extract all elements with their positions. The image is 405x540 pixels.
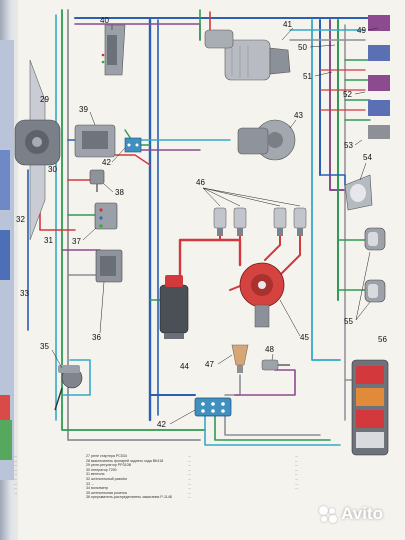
callout: 55 (344, 317, 353, 326)
legend-line: 34 вольтметр (86, 486, 109, 491)
legend-line: ... (14, 481, 17, 486)
legend-line: ... (295, 463, 298, 468)
callout: 31 (44, 236, 53, 245)
legend-line: ... (295, 467, 298, 472)
lamp-54 (344, 174, 373, 211)
relay-39 (74, 124, 116, 158)
callout: 48 (265, 345, 274, 354)
legend-line: ... (188, 463, 191, 468)
callout: 52 (343, 90, 352, 99)
connector-42-lower (194, 397, 232, 417)
legend-line: ... (188, 467, 191, 472)
switch-38 (89, 169, 105, 192)
connector-42-upper (124, 137, 142, 153)
starter-motor-41 (204, 29, 291, 81)
legend-column-2: 27 реле стартера РС534 28 выключатель фо… (86, 454, 172, 500)
distributor-45 (239, 262, 285, 328)
legend-line: ... (188, 458, 191, 463)
callout: 40 (100, 16, 109, 25)
legend-line: ... (14, 463, 17, 468)
legend-line: ... (295, 472, 298, 477)
legend-line: ... (188, 481, 191, 486)
legend-line: 35 штепсельная розетка (86, 490, 127, 495)
tail-lights-56 (351, 359, 389, 456)
callout: 49 (357, 26, 366, 35)
legend-line: 27 реле стартера РС534 (86, 454, 127, 458)
legend-line: 36 прерыватель-распределитель зажигания … (86, 495, 173, 500)
legend-line: ... (14, 490, 17, 495)
callout: 41 (283, 20, 292, 29)
callout: 42 (102, 158, 111, 167)
callout: 46 (196, 178, 205, 187)
left-page-sliver (0, 40, 14, 480)
callout: 54 (363, 153, 372, 162)
legend-line: ... (14, 472, 17, 477)
legend-line: 32 штепсельный разъём (86, 476, 127, 481)
vacuum-booster-43 (237, 119, 296, 161)
oil-pressure-sensor-47 (231, 344, 249, 373)
callout: 51 (303, 72, 312, 81)
legend-column-1: ... ... ... ... ... ... ... ... ... (14, 454, 17, 495)
legend-line: ... (295, 454, 298, 458)
callout: 53 (344, 141, 353, 150)
legend-line: 33 ... (86, 481, 94, 486)
legend-line: ... (188, 486, 191, 491)
spark-plugs-46 (213, 207, 307, 236)
legend-column-3: ... ... ... ... ... ... ... ... ... ... (188, 454, 191, 500)
callout: 36 (92, 333, 101, 342)
lamps-55 (364, 227, 386, 303)
legend-line: ... (295, 458, 298, 463)
socket-35 (54, 365, 83, 411)
callout: 35 (40, 342, 49, 351)
callout: 44 (180, 362, 189, 371)
legend-line: 31 вентиль (86, 472, 105, 477)
legend-line: ... (295, 481, 298, 486)
ignition-coil-44 (159, 275, 189, 339)
temperature-sensor-48 (261, 359, 290, 371)
callout: 42 (157, 420, 166, 429)
relay-stack (368, 15, 390, 139)
legend-line: ... (188, 454, 191, 458)
callout: 29 (40, 95, 49, 104)
legend-line: ... (14, 454, 17, 458)
legend-line: ... (295, 476, 298, 481)
legend-line: 29 реле-регулятор РР310В (86, 463, 132, 468)
callout: 38 (115, 188, 124, 197)
callout: 56 (378, 335, 387, 344)
legend-line: ... (14, 467, 17, 472)
callout: 33 (20, 289, 29, 298)
legend-line: ... (14, 458, 17, 463)
wires (27, 9, 371, 446)
legend-line: ... (188, 476, 191, 481)
callout: 47 (205, 360, 214, 369)
relay-36 (95, 249, 123, 283)
legend-line: ... (188, 472, 191, 477)
legend-line: ... (14, 476, 17, 481)
legend-line: ... (188, 495, 191, 500)
callout: 45 (300, 333, 309, 342)
callout: 37 (72, 237, 81, 246)
legend-line: 30 генератор Г250 (86, 467, 117, 472)
callout-labels: 40 41 49 50 51 52 53 39 43 42 38 37 36 2… (16, 16, 387, 429)
legend-line: ... (295, 486, 298, 491)
legend-line: ... (14, 486, 17, 491)
avito-wordmark: Avito (341, 504, 383, 523)
callout: 30 (48, 165, 57, 174)
legend-column-4: ... ... ... ... ... ... ... ... (295, 454, 298, 491)
regulator-37 (94, 202, 118, 230)
callout: 43 (294, 111, 303, 120)
relay-40 (101, 24, 126, 76)
callout: 39 (79, 105, 88, 114)
legend-line: ... (188, 490, 191, 495)
legend-line: 28 выключатель фонарей заднего хода ВК41… (86, 458, 164, 463)
avito-logo-icon (317, 504, 338, 524)
generator-30 (14, 59, 61, 241)
callout: 50 (298, 43, 307, 52)
avito-watermark: Avito (317, 504, 383, 524)
callout: 32 (16, 215, 25, 224)
leader-lines (51, 25, 379, 425)
